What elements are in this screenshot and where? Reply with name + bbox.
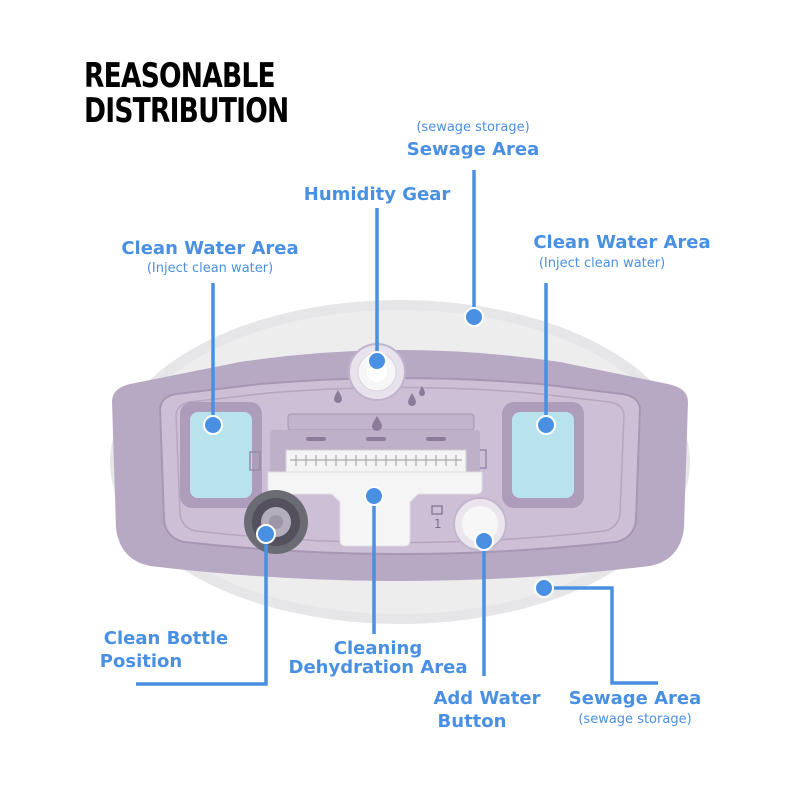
dehydration-line-2: Dehydration Area [288,657,468,678]
callout-dots [203,307,556,598]
title-line-2: DISTRIBUTION [84,91,289,131]
drop-mark-right-a [408,393,416,406]
humidity-gear-label: Humidity Gear [303,184,451,205]
sewage-top-sub: (sewage storage) [416,120,530,135]
dash-mark-1 [306,437,326,441]
sewage-top-main: Sewage Area [406,139,540,160]
sewage-bottom-sub: (sewage storage) [578,712,692,727]
dash-mark-3 [426,437,446,441]
dot-humidity [367,351,387,371]
clean-bottle-line-2: Position [99,651,183,672]
dot-sewage-bottom [534,578,554,598]
level-mark-text: 1 [434,517,442,531]
clean-water-right-main: Clean Water Area [533,232,711,253]
dot-clean-right [536,415,556,435]
clean-water-left-main: Clean Water Area [121,238,299,259]
callout-line-sewage-bottom [545,586,658,685]
dot-clean-left [203,415,223,435]
clean-bottle-line-1: Clean Bottle [103,628,229,649]
clean-water-right-sub: (Inject clean water) [538,256,666,271]
drop-mark-right-b [419,386,425,396]
add-water-line-1: Add Water [433,688,541,709]
clean-water-left-sub: (Inject clean water) [146,261,274,276]
dot-sewage-top [464,307,484,327]
callout-line-bottle [136,535,268,686]
callout-lines [136,170,658,686]
sewage-bottom-main: Sewage Area [568,688,702,709]
bottle-hole-core [269,515,283,529]
title-line-1: REASONABLE [84,56,276,96]
water-icon-mark [431,505,443,515]
purple-tray-groove [175,386,625,544]
left-side-marker [249,451,261,471]
add-water-line-2: Button [437,711,507,732]
dot-bottle [256,524,276,544]
left-water-window [190,412,252,498]
drop-mark-left [334,390,342,403]
right-water-window [512,412,574,498]
dehydration-line-1: Cleaning [333,638,423,659]
drop-mark-center [372,416,382,431]
dash-mark-2 [366,437,386,441]
dot-add-water [474,531,494,551]
comb-teeth [290,455,462,466]
dot-dehydration [364,486,384,506]
